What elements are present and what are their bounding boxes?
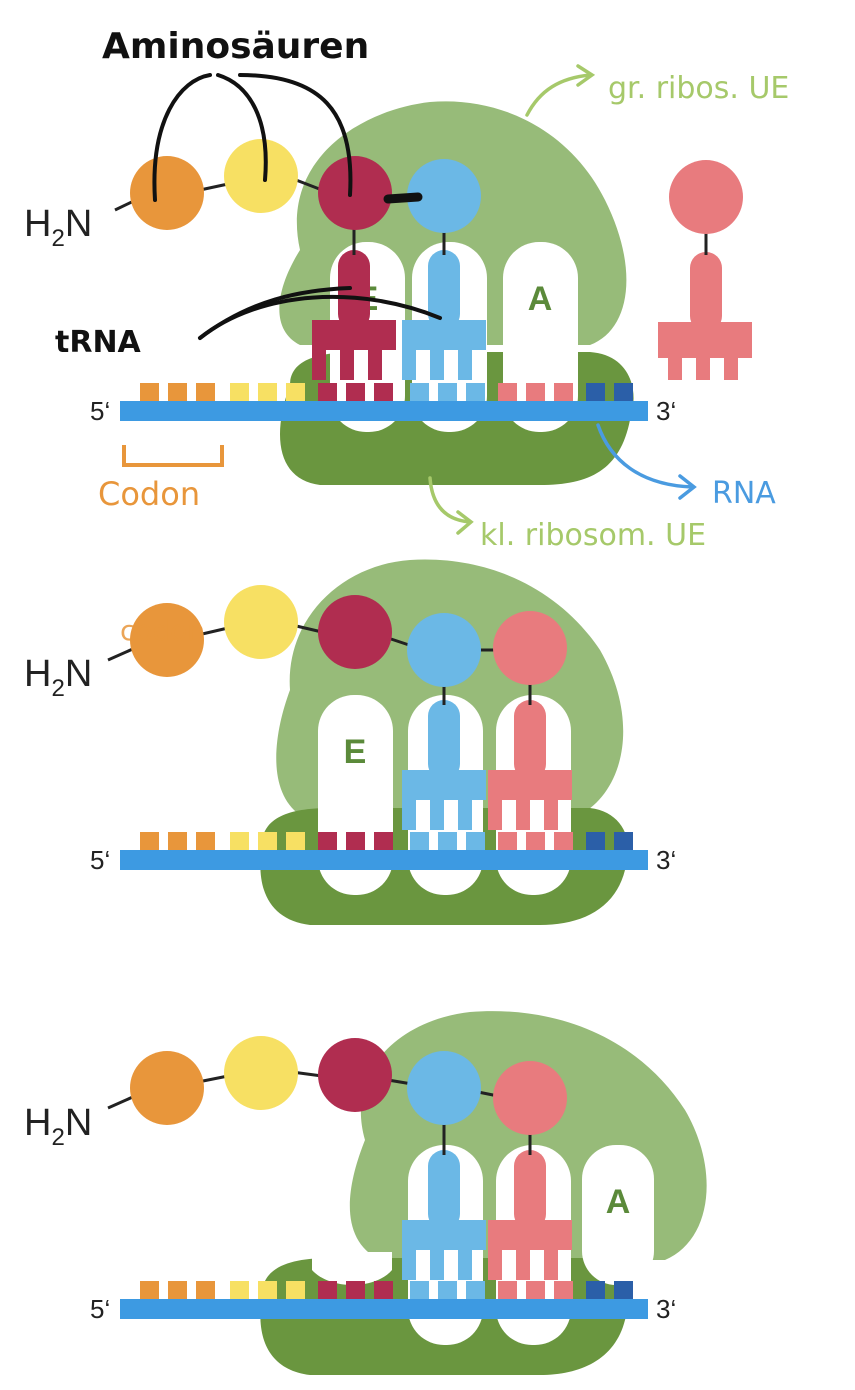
svg-text:H2N: H2N bbox=[24, 653, 92, 702]
amino-acid-orange bbox=[130, 156, 204, 230]
mrna-strand bbox=[120, 401, 648, 421]
amino-acid-blue bbox=[407, 613, 481, 687]
trna-blue bbox=[402, 1120, 486, 1280]
five-prime-label: 5‘ bbox=[90, 845, 110, 875]
codon-bases bbox=[140, 832, 633, 850]
panel-2: E 5‘ 3‘ bbox=[24, 559, 676, 925]
amino-acid-chain bbox=[114, 139, 481, 233]
peptide-bond-forming bbox=[383, 192, 423, 204]
site-label-a: A bbox=[528, 280, 553, 318]
next-site-pocket bbox=[582, 1145, 654, 1285]
label-large-subunit: gr. ribos. UE bbox=[608, 71, 789, 106]
label-aminosaeuren: Aminosäuren bbox=[102, 26, 369, 67]
panel-1: E P A 5‘ 3‘ bbox=[24, 26, 789, 553]
e-site-exit-gap bbox=[312, 1252, 392, 1285]
trna-pointers bbox=[198, 286, 442, 340]
label-codon: Codon bbox=[98, 475, 200, 513]
trna-pink bbox=[488, 680, 572, 830]
trna-pink-free bbox=[658, 160, 752, 380]
codon-bases bbox=[140, 383, 633, 401]
amino-acid-yellow bbox=[224, 1036, 298, 1110]
mrna-strand bbox=[120, 850, 648, 870]
label-small-subunit: kl. ribosom. UE bbox=[480, 518, 706, 553]
panel-3: A 5‘ 3‘ bbox=[24, 1011, 707, 1375]
amino-acid-pink bbox=[493, 1061, 567, 1135]
codon-bases bbox=[140, 1281, 633, 1299]
codon-bracket bbox=[122, 445, 224, 467]
amine-group: H2N bbox=[24, 1102, 92, 1151]
amino-acid-chain bbox=[107, 1036, 567, 1135]
site-label-e: E bbox=[344, 733, 367, 771]
amino-acid-blue bbox=[407, 159, 481, 233]
amino-acid-crimson bbox=[318, 1038, 392, 1112]
amino-acid-chain bbox=[107, 585, 567, 687]
trna-pink bbox=[488, 1130, 572, 1280]
amine-group: H2N bbox=[24, 653, 92, 702]
small-subunit-arrow bbox=[428, 476, 474, 535]
label-trna: tRNA bbox=[55, 325, 142, 360]
amino-acid-yellow bbox=[224, 139, 298, 213]
five-prime-label: 5‘ bbox=[90, 1294, 110, 1324]
aminosaeuren-pointers bbox=[152, 73, 353, 202]
amino-acid-crimson bbox=[318, 595, 392, 669]
three-prime-label: 3‘ bbox=[656, 1294, 676, 1324]
amino-acid-orange bbox=[130, 1051, 204, 1125]
amino-acid-blue bbox=[407, 1051, 481, 1125]
amino-acid-yellow bbox=[224, 585, 298, 659]
five-prime-label: 5‘ bbox=[90, 396, 110, 426]
trna-blue bbox=[402, 680, 486, 830]
amino-acid-pink bbox=[493, 611, 567, 685]
mrna-strand bbox=[120, 1299, 648, 1319]
svg-text:H2N: H2N bbox=[24, 1102, 92, 1151]
amino-acid-orange bbox=[130, 603, 204, 677]
site-label-a: A bbox=[606, 1183, 631, 1221]
trna-blue bbox=[402, 220, 486, 380]
rna-arrow bbox=[596, 423, 697, 500]
amino-acid-crimson bbox=[318, 156, 392, 230]
trna-red bbox=[312, 220, 396, 380]
label-codon-overlay: codon bbox=[120, 614, 205, 647]
large-subunit-arrow bbox=[525, 64, 596, 117]
amine-group: H2N bbox=[24, 203, 92, 252]
svg-text:H2N: H2N bbox=[24, 203, 92, 252]
label-rna: RNA bbox=[712, 476, 776, 511]
three-prime-label: 3‘ bbox=[656, 845, 676, 875]
three-prime-label: 3‘ bbox=[656, 396, 676, 426]
